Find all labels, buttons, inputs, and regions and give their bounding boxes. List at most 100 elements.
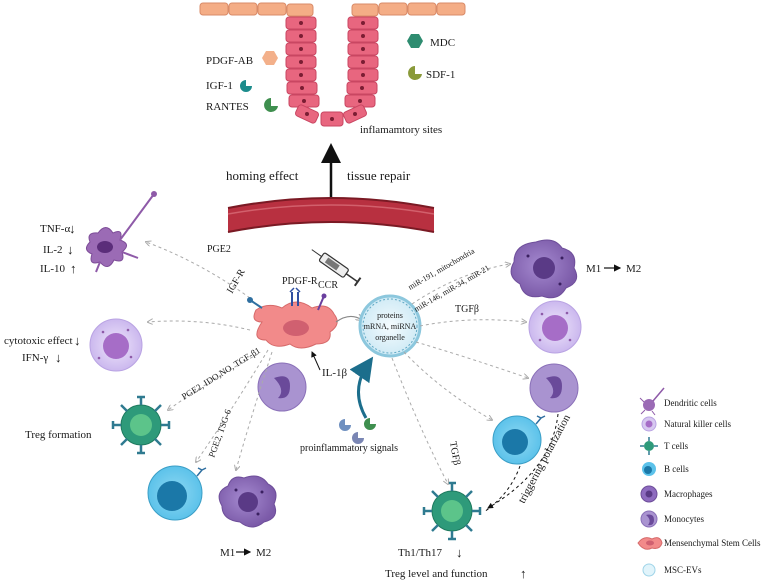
ev-monocyte-arrow: [415, 341, 528, 378]
ifn-label: IFN-γ: [22, 352, 48, 364]
homing-effect-label: homing effect: [226, 168, 299, 183]
proinflammatory-arrow: [349, 356, 374, 419]
rantes-label: RANTES: [206, 101, 249, 113]
il1b-arrow: [311, 351, 321, 371]
factor-mdc: MDC: [407, 34, 455, 49]
epithelial-top-row: [199, 2, 466, 17]
m1-right-label: M1: [586, 263, 601, 275]
nk-arrow: [148, 321, 251, 331]
dendritic-cell: [86, 191, 157, 273]
pacman-icon: [352, 432, 364, 444]
th1-th17-label: Th1/Th17: [398, 547, 442, 559]
tissue-repair-label: tissue repair: [347, 168, 411, 183]
treg-formation-label: Treg formation: [25, 429, 92, 441]
legend-tcell-icon: [640, 437, 658, 455]
b-cell-right: [492, 415, 546, 465]
igf-label: IGF-1: [206, 80, 233, 92]
m1-left-label: M1: [220, 547, 235, 559]
igf-r-label: IGF-R: [225, 267, 248, 295]
up-arrow-icon: ↑: [520, 566, 527, 581]
crypt-base: [294, 104, 368, 127]
pge2-label: PGE2: [207, 244, 231, 255]
legend: Dendritic cells Natural killer cells T c…: [637, 387, 761, 577]
ev-tcell-arrow: [391, 357, 448, 484]
mdc-label: MDC: [430, 37, 455, 49]
hexagon-icon: [407, 34, 423, 48]
pacman-icon: [339, 419, 351, 431]
down-arrow-icon: ↓: [67, 242, 74, 257]
crypt-right-column: [344, 16, 379, 108]
crypt-left-column: [285, 16, 320, 108]
tgfb-label-2: TGFβ: [447, 441, 462, 467]
macrophage-left: [218, 475, 277, 528]
tgfb-label-1: TGFβ: [455, 304, 479, 315]
legend-macrophage-icon: [640, 485, 658, 503]
proinflammatory-ligands: [339, 418, 376, 444]
factor-sdf: SDF-1: [408, 66, 455, 81]
ev-rna-label: mRNA, miRNA: [364, 322, 417, 331]
legend-tcell-label: T cells: [664, 441, 689, 451]
legend-bcell-label: B cells: [664, 464, 689, 474]
il2-label: IL-2: [43, 244, 63, 256]
up-arrow-icon: ↑: [70, 261, 77, 276]
sdf-label: SDF-1: [426, 69, 455, 81]
ev-nk-arrow: [419, 320, 526, 327]
b-cell-left: [147, 465, 207, 521]
mir146-label: miR-146, miR-34, miR-21: [413, 263, 491, 313]
tnf-label: TNF-α: [40, 223, 70, 235]
legend-ev-label: MSC-EVs: [664, 565, 702, 575]
factor-igf: IGF-1: [206, 80, 252, 92]
t-cell-right: [422, 481, 482, 541]
down-arrow-icon: ↓: [74, 333, 81, 348]
syringe-icon: [311, 249, 362, 287]
down-arrow-icon: ↓: [55, 350, 62, 365]
monocyte-center: [257, 362, 307, 412]
down-arrow-icon: ↓: [456, 545, 463, 560]
pacman-icon: [240, 80, 252, 92]
macrophage-left-arrow: [236, 351, 273, 470]
nk-cell: [89, 318, 143, 372]
legend-msc-label: Mensenchymal Stem Cells: [664, 538, 761, 548]
pge2-tsg-label: PGE2, TSG-6: [206, 407, 233, 458]
ccr-receptor: [317, 293, 327, 311]
pge2-ido-label: PGE2, IDO,NO, TGF-β1: [180, 345, 262, 402]
igf-receptor: [247, 297, 263, 309]
pdgf-label: PDGF-AB: [206, 55, 253, 67]
legend-macrophage-label: Macrophages: [664, 489, 713, 499]
cytotoxic-label: cytotoxic effect: [4, 335, 73, 347]
legend-nk-label: Natural killer cells: [664, 419, 731, 429]
ev-bcell-arrow: [403, 351, 492, 420]
monocyte-right: [529, 363, 579, 413]
legend-dendritic-icon: [639, 387, 665, 416]
pacman-icon: [408, 66, 422, 80]
hexagon-icon: [262, 51, 278, 65]
nk-cell-right: [528, 300, 582, 354]
m2-right-label: M2: [626, 263, 641, 275]
legend-bcell-icon: [642, 462, 656, 476]
pdgf-receptor: [289, 287, 301, 306]
t-cell-left: [111, 395, 171, 455]
pge2-arrow: [146, 242, 251, 299]
factor-pdgf: PDGF-AB: [206, 51, 278, 67]
il1b-label: IL-1β: [322, 367, 348, 379]
down-arrow-icon: ↓: [69, 221, 76, 236]
bcell-arrow: [196, 349, 269, 462]
legend-nk-icon: [641, 416, 657, 432]
mesenchymal-stem-cell: [253, 301, 338, 349]
pacman-icon: [364, 418, 376, 430]
legend-ev-icon: [642, 563, 656, 577]
legend-dendritic-label: Dendritic cells: [664, 398, 717, 408]
pdgf-r-label: PDGF-R: [282, 276, 318, 287]
inflammatory-tissue: [199, 2, 466, 127]
msc-to-ev-arrow: [335, 316, 362, 323]
m2-left-label: M2: [256, 547, 271, 559]
factor-rantes: RANTES: [206, 98, 278, 113]
pacman-icon: [264, 98, 278, 112]
ev-organelle-label: organelle: [375, 333, 405, 342]
legend-monocyte-label: Monocytes: [664, 514, 704, 524]
ev-proteins-label: proteins: [377, 311, 403, 320]
ev-macrophage-arrow: [411, 264, 510, 305]
legend-msc-icon: [637, 537, 663, 550]
triggering-arrow-1: [487, 413, 559, 509]
